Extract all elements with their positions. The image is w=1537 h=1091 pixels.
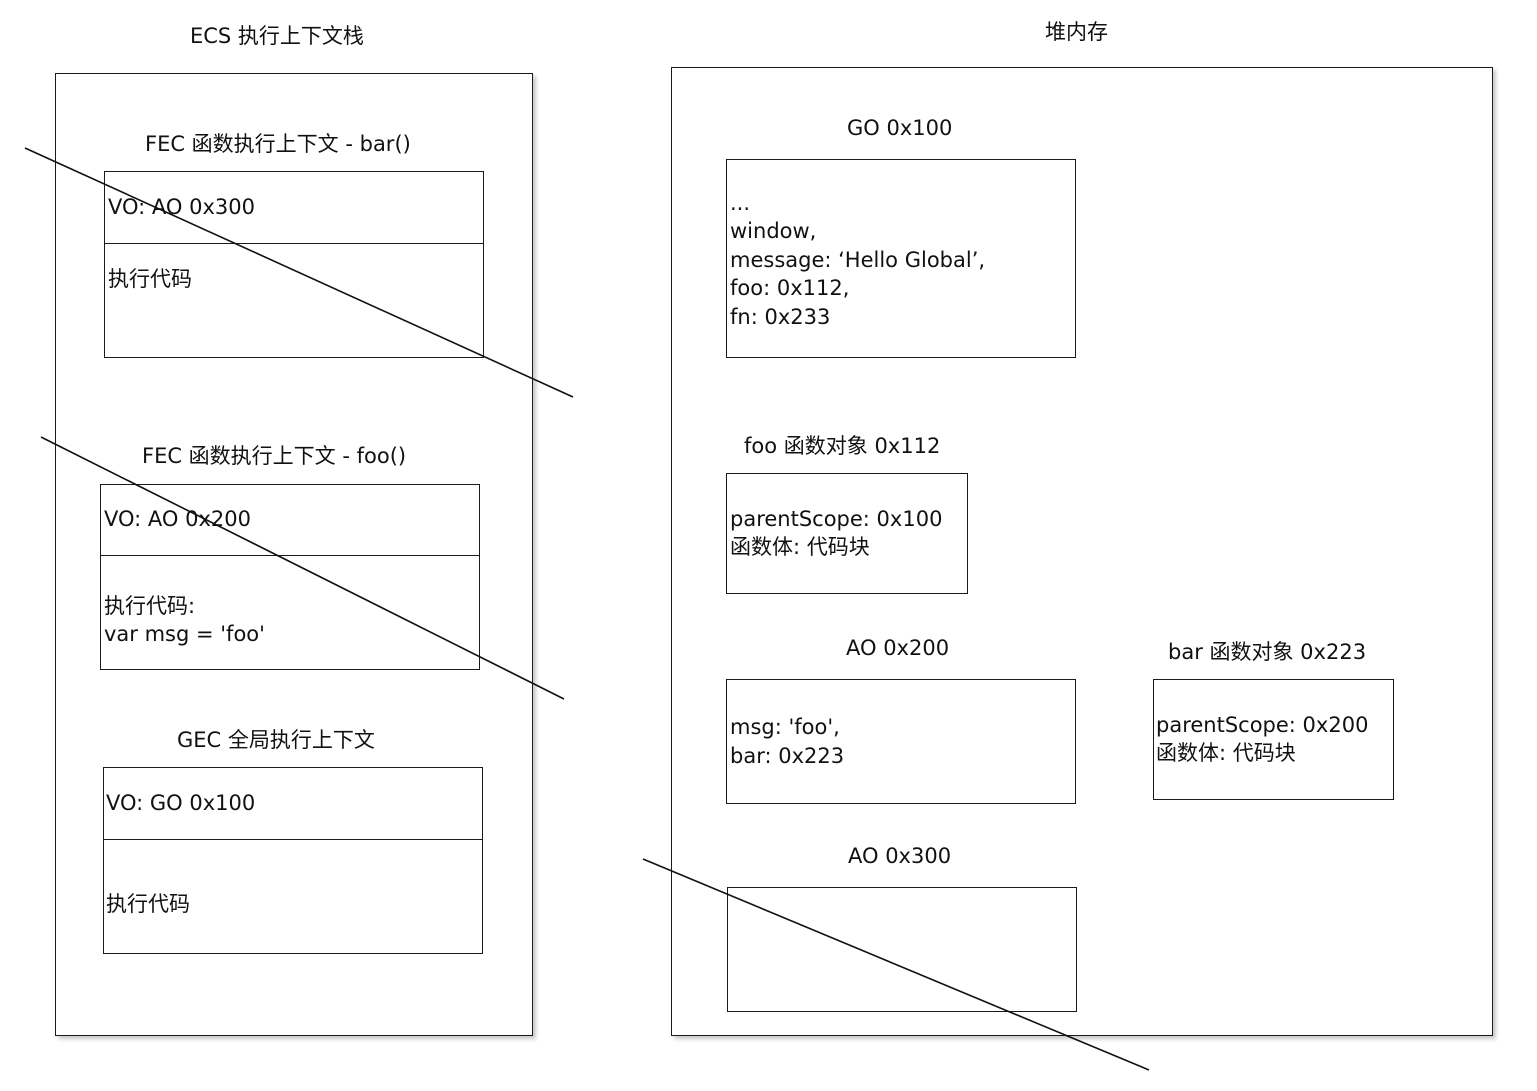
ao300-box xyxy=(727,887,1077,1012)
ao200-box: msg: 'foo', bar: 0x223 xyxy=(726,679,1076,804)
foo-fn-box: parentScope: 0x100 函数体: 代码块 xyxy=(726,473,968,594)
bar-fn-line-0: parentScope: 0x200 xyxy=(1156,713,1369,737)
go-line-1: window, xyxy=(730,219,817,243)
fec-foo-title: FEC 函数执行上下文 - foo() xyxy=(142,444,407,468)
ao300-title: AO 0x300 xyxy=(848,844,952,868)
foo-fn-title: foo 函数对象 0x112 xyxy=(744,434,941,458)
go-box: ... window, message: ‘Hello Global’, foo… xyxy=(726,159,1076,358)
gec-vo: VO: GO 0x100 xyxy=(106,791,256,815)
fec-foo-code-1: var msg = 'foo' xyxy=(104,622,265,646)
fec-bar-code-0: 执行代码 xyxy=(108,267,192,291)
fec-bar-vo: VO: AO 0x300 xyxy=(108,195,255,219)
go-line-3: foo: 0x112, xyxy=(730,276,850,300)
fec-bar-title: FEC 函数执行上下文 - bar() xyxy=(145,132,411,156)
foo-fn-line-0: parentScope: 0x100 xyxy=(730,507,943,531)
gec-title: GEC 全局执行上下文 xyxy=(177,728,375,752)
strike-line-fec-bar xyxy=(24,147,574,398)
bar-fn-line-1: 函数体: 代码块 xyxy=(1156,741,1296,765)
fec-foo-divider xyxy=(101,555,479,556)
fec-bar-divider xyxy=(105,243,483,244)
fec-bar-box: VO: AO 0x300 执行代码 xyxy=(104,171,484,358)
fec-foo-code-0: 执行代码: xyxy=(104,594,196,618)
bar-fn-title: bar 函数对象 0x223 xyxy=(1168,640,1367,664)
ao200-line-1: bar: 0x223 xyxy=(730,744,845,768)
gec-code-0: 执行代码 xyxy=(106,892,190,916)
gec-box: VO: GO 0x100 执行代码 xyxy=(103,767,483,954)
go-line-0: ... xyxy=(730,191,751,215)
go-title: GO 0x100 xyxy=(847,116,953,140)
strike-line-ao300 xyxy=(642,858,1150,1071)
stack-title: ECS 执行上下文栈 xyxy=(190,24,364,48)
ao200-line-0: msg: 'foo', xyxy=(730,715,840,739)
gec-divider xyxy=(104,839,482,840)
strike-line-fec-foo xyxy=(40,436,565,700)
heap-title: 堆内存 xyxy=(1045,20,1108,44)
ao200-title: AO 0x200 xyxy=(846,636,950,660)
go-line-4: fn: 0x233 xyxy=(730,305,831,329)
foo-fn-line-1: 函数体: 代码块 xyxy=(730,535,870,559)
fec-foo-box: VO: AO 0x200 执行代码: var msg = 'foo' xyxy=(100,484,480,670)
bar-fn-box: parentScope: 0x200 函数体: 代码块 xyxy=(1153,679,1394,800)
fec-foo-vo: VO: AO 0x200 xyxy=(104,507,251,531)
go-line-2: message: ‘Hello Global’, xyxy=(730,248,986,272)
